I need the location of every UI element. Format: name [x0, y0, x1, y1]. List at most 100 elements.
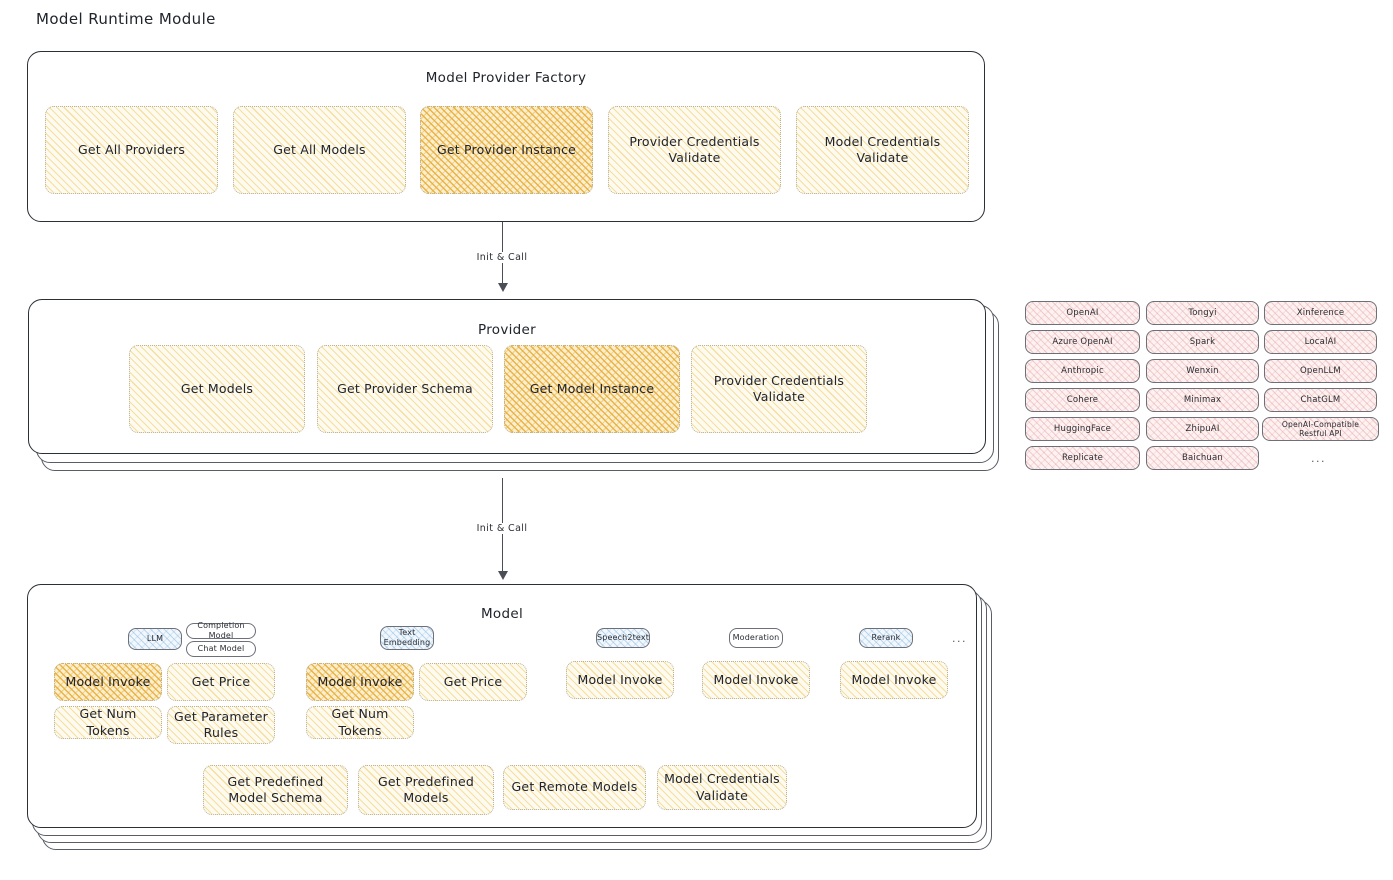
model-badge-llm[interactable]: LLM: [128, 628, 182, 650]
model-title: Model: [480, 606, 524, 622]
provider-chip-huggingface[interactable]: HuggingFace: [1025, 417, 1140, 441]
node-label: Provider Credentials Validate: [713, 372, 845, 405]
factory-title: Model Provider Factory: [425, 70, 587, 86]
chip-label: ChatGLM: [1300, 395, 1341, 405]
badge-label: Moderation: [732, 633, 780, 643]
provider-chip-baichuan[interactable]: Baichuan: [1146, 446, 1259, 470]
chip-label: OpenLLM: [1300, 366, 1341, 376]
chip-label: HuggingFace: [1053, 424, 1112, 434]
chip-label: Anthropic: [1061, 366, 1104, 376]
speech2text-node-model-invoke[interactable]: Model Invoke: [566, 661, 674, 699]
node-label: Get Model Instance: [529, 380, 655, 396]
provider-chip-anthropic[interactable]: Anthropic: [1025, 359, 1140, 383]
factory-node-get-all-providers[interactable]: Get All Providers: [45, 106, 218, 194]
factory-node-provider-credentials-validate[interactable]: Provider Credentials Validate: [608, 106, 781, 194]
llm-node-get-parameter-rules[interactable]: Get Parameter Rules: [167, 706, 275, 744]
node-label: Get Predefined Model Schema: [227, 773, 324, 806]
badge-label: Speech2text: [597, 633, 649, 643]
provider-chip-localai[interactable]: LocalAI: [1264, 330, 1377, 354]
node-label: Get All Models: [273, 141, 366, 157]
provider-node-get-model-instance[interactable]: Get Model Instance: [504, 345, 680, 433]
node-label: Get Price: [191, 673, 251, 689]
node-label: Model Invoke: [317, 673, 403, 689]
provider-chip-tongyi[interactable]: Tongyi: [1146, 301, 1259, 325]
provider-chip-wenxin[interactable]: Wenxin: [1146, 359, 1259, 383]
text-embedding-node-model-invoke[interactable]: Model Invoke: [306, 663, 414, 701]
node-label: Model Invoke: [577, 671, 663, 687]
provider-chip-replicate[interactable]: Replicate: [1025, 446, 1140, 470]
llm-node-model-invoke[interactable]: Model Invoke: [54, 663, 162, 701]
node-label: Model Invoke: [65, 673, 151, 689]
page-title: Model Runtime Module: [36, 10, 216, 28]
factory-node-model-credentials-validate[interactable]: Model Credentials Validate: [796, 106, 969, 194]
model-badge-speech2text[interactable]: Speech2text: [596, 628, 650, 648]
badge-label: LLM: [146, 634, 164, 644]
model-common-model-credentials-validate[interactable]: Model Credentials Validate: [657, 765, 787, 810]
factory-node-get-provider-instance[interactable]: Get Provider Instance: [420, 106, 593, 194]
chip-label: Baichuan: [1181, 453, 1224, 463]
model-subbadge-chat-model[interactable]: Chat Model: [186, 641, 256, 657]
provider-chip-openllm[interactable]: OpenLLM: [1264, 359, 1377, 383]
arrow-provider-to-model-head: [498, 571, 508, 580]
model-badge-moderation[interactable]: Moderation: [729, 628, 783, 648]
node-label: Get All Providers: [77, 141, 186, 157]
provider-node-provider-credentials-validate[interactable]: Provider Credentials Validate: [691, 345, 867, 433]
node-label: Get Remote Models: [511, 779, 638, 795]
provider-list-more: ...: [1311, 452, 1326, 465]
arrow-factory-to-provider-head: [498, 283, 508, 292]
provider-node-get-provider-schema[interactable]: Get Provider Schema: [317, 345, 493, 433]
llm-node-get-price[interactable]: Get Price: [167, 663, 275, 701]
text-embedding-node-get-price[interactable]: Get Price: [419, 663, 527, 701]
provider-chip-cohere[interactable]: Cohere: [1025, 388, 1140, 412]
chip-label: Spark: [1189, 337, 1216, 347]
model-common-get-predefined-models[interactable]: Get Predefined Models: [358, 765, 494, 815]
moderation-node-model-invoke[interactable]: Model Invoke: [702, 661, 810, 699]
node-label: Model Credentials Validate: [664, 771, 780, 803]
arrow-label-init-call-2: Init & Call: [471, 523, 533, 534]
provider-title: Provider: [478, 322, 536, 338]
model-subbadge-completion-model[interactable]: Completion Model: [186, 621, 256, 640]
arrow-label-init-call-1: Init & Call: [471, 252, 533, 263]
chip-label: OpenAI-Compatible Restful API: [1281, 420, 1360, 438]
provider-chip-zhipuai[interactable]: ZhipuAI: [1146, 417, 1259, 441]
chip-label: OpenAI: [1066, 308, 1099, 318]
provider-node-get-models[interactable]: Get Models: [129, 345, 305, 433]
chip-label: Azure OpenAI: [1052, 337, 1113, 347]
node-label: Get Price: [443, 673, 503, 689]
node-label: Get Predefined Models: [378, 773, 474, 806]
badge-label: Chat Model: [197, 644, 245, 654]
node-label: Get Models: [180, 380, 254, 396]
provider-chip-spark[interactable]: Spark: [1146, 330, 1259, 354]
chip-label: Cohere: [1066, 395, 1099, 405]
model-common-get-remote-models[interactable]: Get Remote Models: [503, 765, 646, 810]
chip-label: Xinference: [1296, 308, 1345, 318]
badge-label: Text Embedding: [383, 628, 431, 647]
node-label: Provider Credentials Validate: [629, 133, 760, 166]
node-label: Get Provider Instance: [436, 141, 577, 157]
chip-label: Wenxin: [1186, 366, 1219, 376]
llm-node-get-num-tokens[interactable]: Get Num Tokens: [54, 706, 162, 739]
model-groups-more: ...: [952, 632, 967, 645]
badge-label: Rerank: [871, 633, 901, 643]
chip-label: Tongyi: [1188, 308, 1217, 318]
model-badge-rerank[interactable]: Rerank: [859, 628, 913, 648]
provider-chip-chatglm[interactable]: ChatGLM: [1264, 388, 1377, 412]
rerank-node-model-invoke[interactable]: Model Invoke: [840, 661, 948, 699]
chip-label: Replicate: [1061, 453, 1104, 463]
provider-chip-openai-compatible-restful-api[interactable]: OpenAI-Compatible Restful API: [1262, 417, 1379, 441]
model-common-get-predefined-model-schema[interactable]: Get Predefined Model Schema: [203, 765, 348, 815]
factory-node-get-all-models[interactable]: Get All Models: [233, 106, 406, 194]
provider-chip-xinference[interactable]: Xinference: [1264, 301, 1377, 325]
node-label: Model Invoke: [713, 671, 799, 687]
node-label: Get Parameter Rules: [174, 708, 268, 741]
chip-label: LocalAI: [1304, 337, 1337, 347]
provider-chip-azure-openai[interactable]: Azure OpenAI: [1025, 330, 1140, 354]
model-badge-text-embedding[interactable]: Text Embedding: [380, 626, 434, 650]
provider-chip-openai[interactable]: OpenAI: [1025, 301, 1140, 325]
text-embedding-node-get-num-tokens[interactable]: Get Num Tokens: [306, 706, 414, 739]
chip-label: Minimax: [1183, 395, 1222, 405]
node-label: Get Num Tokens: [331, 706, 389, 738]
provider-chip-minimax[interactable]: Minimax: [1146, 388, 1259, 412]
node-label: Get Provider Schema: [337, 380, 473, 396]
